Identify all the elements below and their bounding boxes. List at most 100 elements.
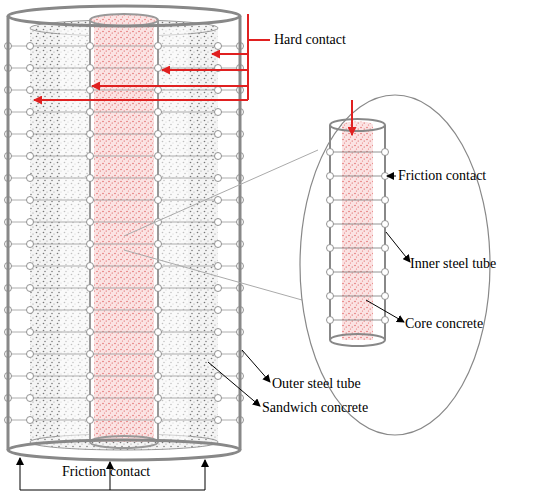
part-label: Inner steel tube	[410, 256, 496, 272]
friction-node	[327, 197, 334, 204]
friction-node	[87, 153, 94, 160]
friction-node	[87, 307, 94, 314]
friction-node	[27, 197, 34, 204]
friction-node	[155, 153, 162, 160]
friction-node	[382, 149, 389, 156]
friction-link	[330, 248, 385, 249]
friction-node	[215, 175, 222, 182]
friction-link	[330, 200, 385, 201]
friction-node	[215, 219, 222, 226]
friction-node	[155, 197, 162, 204]
friction-node	[27, 87, 34, 94]
friction-node	[87, 351, 94, 358]
friction-node	[27, 241, 34, 248]
friction-node	[87, 329, 94, 336]
friction-node	[27, 153, 34, 160]
friction-node	[155, 43, 162, 50]
friction-node	[155, 65, 162, 72]
friction-node	[155, 417, 162, 424]
part-label: Friction contact	[62, 464, 150, 480]
friction-node	[155, 131, 162, 138]
friction-node	[215, 351, 222, 358]
friction-node	[327, 173, 334, 180]
friction-node	[155, 109, 162, 116]
friction-node	[27, 329, 34, 336]
friction-node	[27, 175, 34, 182]
friction-node	[155, 87, 162, 94]
friction-node	[215, 307, 222, 314]
friction-node	[382, 269, 389, 276]
friction-node	[155, 241, 162, 248]
friction-link	[330, 272, 385, 273]
friction-node	[215, 417, 222, 424]
friction-node	[87, 109, 94, 116]
friction-node	[87, 219, 94, 226]
friction-node	[215, 109, 222, 116]
friction-node	[27, 307, 34, 314]
friction-link	[330, 176, 385, 177]
part-label: Core concrete	[405, 316, 483, 332]
friction-node	[27, 43, 34, 50]
friction-node	[215, 153, 222, 160]
friction-node	[215, 285, 222, 292]
friction-node	[27, 263, 34, 270]
friction-node	[155, 329, 162, 336]
friction-node	[87, 373, 94, 380]
friction-node	[27, 65, 34, 72]
friction-node	[155, 285, 162, 292]
friction-node	[87, 285, 94, 292]
friction-node	[327, 221, 334, 228]
friction-node	[87, 395, 94, 402]
friction-node	[87, 65, 94, 72]
friction-node	[382, 245, 389, 252]
part-label: Sandwich concrete	[262, 400, 368, 416]
friction-node	[327, 269, 334, 276]
friction-node	[327, 317, 334, 324]
friction-node	[215, 131, 222, 138]
friction-node	[327, 245, 334, 252]
friction-link	[330, 296, 385, 297]
friction-node	[215, 263, 222, 270]
friction-node	[87, 197, 94, 204]
friction-node	[87, 87, 94, 94]
friction-node	[155, 175, 162, 182]
friction-node	[87, 43, 94, 50]
friction-node	[382, 197, 389, 204]
friction-node	[155, 395, 162, 402]
friction-link	[330, 320, 385, 321]
friction-node	[215, 197, 222, 204]
friction-node	[87, 417, 94, 424]
friction-node	[27, 219, 34, 226]
friction-node	[215, 373, 222, 380]
friction-link	[330, 224, 385, 225]
friction-node	[87, 131, 94, 138]
friction-node	[215, 395, 222, 402]
friction-node	[27, 131, 34, 138]
friction-node	[155, 351, 162, 358]
friction-node	[327, 149, 334, 156]
friction-node	[27, 351, 34, 358]
friction-node	[87, 241, 94, 248]
friction-node	[27, 109, 34, 116]
friction-node	[27, 395, 34, 402]
friction-node	[155, 307, 162, 314]
friction-node	[382, 317, 389, 324]
friction-node	[27, 373, 34, 380]
friction-node	[87, 263, 94, 270]
friction-node	[27, 285, 34, 292]
part-label: Outer steel tube	[272, 376, 361, 392]
part-label: Friction contact	[398, 168, 486, 184]
friction-node	[215, 241, 222, 248]
friction-link	[330, 152, 385, 153]
friction-node	[215, 43, 222, 50]
friction-node	[27, 417, 34, 424]
friction-node	[327, 293, 334, 300]
friction-node	[155, 373, 162, 380]
friction-node	[155, 263, 162, 270]
friction-node	[215, 87, 222, 94]
friction-node	[382, 221, 389, 228]
friction-node	[87, 175, 94, 182]
part-label: Hard contact	[274, 32, 346, 48]
